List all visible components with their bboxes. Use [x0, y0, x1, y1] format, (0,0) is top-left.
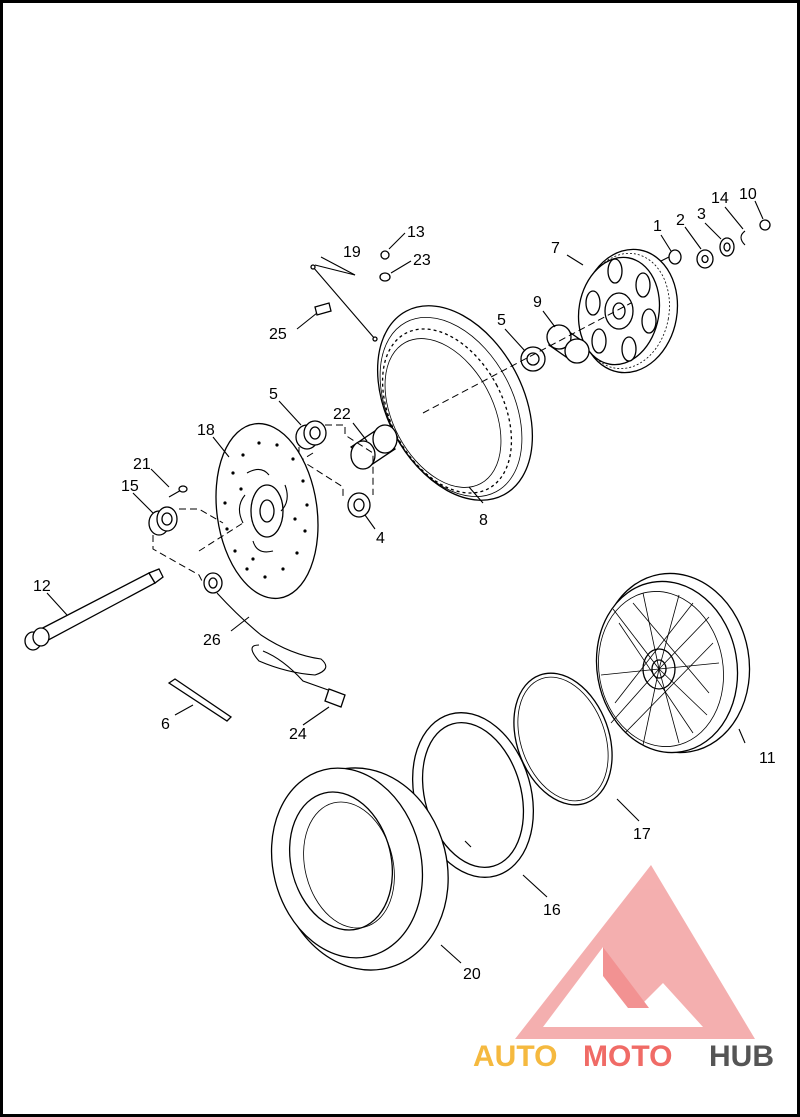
- part-brake-rotor: [215, 422, 319, 600]
- callout-10: 10: [739, 186, 757, 203]
- part-rim-strip: [513, 672, 613, 806]
- watermark-moto: MOTO: [583, 1040, 672, 1073]
- callout-5-left: 5: [269, 386, 278, 403]
- rotor-dash-guides: [152, 508, 244, 584]
- exploded-wheel-diagram: AUTO MOTO HUB: [24, 186, 776, 1073]
- callout-26: 26: [203, 632, 221, 649]
- watermark-logo: [515, 865, 755, 1039]
- callout-21: 21: [133, 456, 151, 473]
- callout-24: 24: [289, 726, 307, 743]
- part-tire: [270, 767, 449, 971]
- callout-23: 23: [413, 252, 431, 269]
- part-axle: [24, 568, 164, 651]
- callout-11: 11: [759, 750, 776, 767]
- callout-4: 4: [376, 530, 385, 547]
- callout-12: 12: [33, 578, 51, 595]
- part-axle-spacer: [349, 424, 398, 470]
- callout-13: 13: [407, 224, 425, 241]
- callout-22: 22: [333, 406, 351, 423]
- callout-1: 1: [653, 218, 662, 235]
- part-laced-rim: [376, 305, 534, 501]
- part-pulley-hardware: [660, 219, 771, 269]
- part-seal: [347, 492, 371, 518]
- part-bearing-left: [295, 420, 327, 450]
- part-rotor-screw: [168, 485, 188, 498]
- callout-14: 14: [711, 190, 729, 207]
- callout-15: 15: [121, 478, 139, 495]
- callout-18: 18: [197, 422, 215, 439]
- part-tire-lever: [167, 678, 233, 722]
- watermark-auto: AUTO: [473, 1040, 557, 1073]
- callout-5-right: 5: [497, 312, 506, 329]
- part-spoke-wrench-and-stem: [310, 250, 391, 342]
- callout-labels: 1 2 3 4 5 5 6 7 8 9 10 11 12 13 14 15 16…: [33, 186, 776, 983]
- part-spoked-wheel: [595, 572, 751, 754]
- callout-16: 16: [543, 902, 561, 919]
- callout-3: 3: [697, 206, 706, 223]
- part-abs-sensor: [203, 572, 346, 708]
- callout-2: 2: [676, 212, 685, 229]
- watermark-text: AUTO MOTO HUB: [473, 1040, 774, 1073]
- part-rear-pulley: [577, 248, 679, 374]
- watermark-hub: HUB: [709, 1040, 774, 1073]
- part-bearing-outer: [148, 506, 178, 536]
- callout-9: 9: [533, 294, 542, 311]
- callout-8: 8: [479, 512, 488, 529]
- leader-lines: [46, 200, 764, 964]
- callout-25: 25: [269, 326, 287, 343]
- callout-19: 19: [343, 244, 361, 261]
- part-spacer: [546, 324, 590, 364]
- axle-centerline: [422, 302, 632, 414]
- callout-7: 7: [551, 240, 560, 257]
- callout-20: 20: [463, 966, 481, 983]
- callout-17: 17: [633, 826, 651, 843]
- callout-6: 6: [161, 716, 170, 733]
